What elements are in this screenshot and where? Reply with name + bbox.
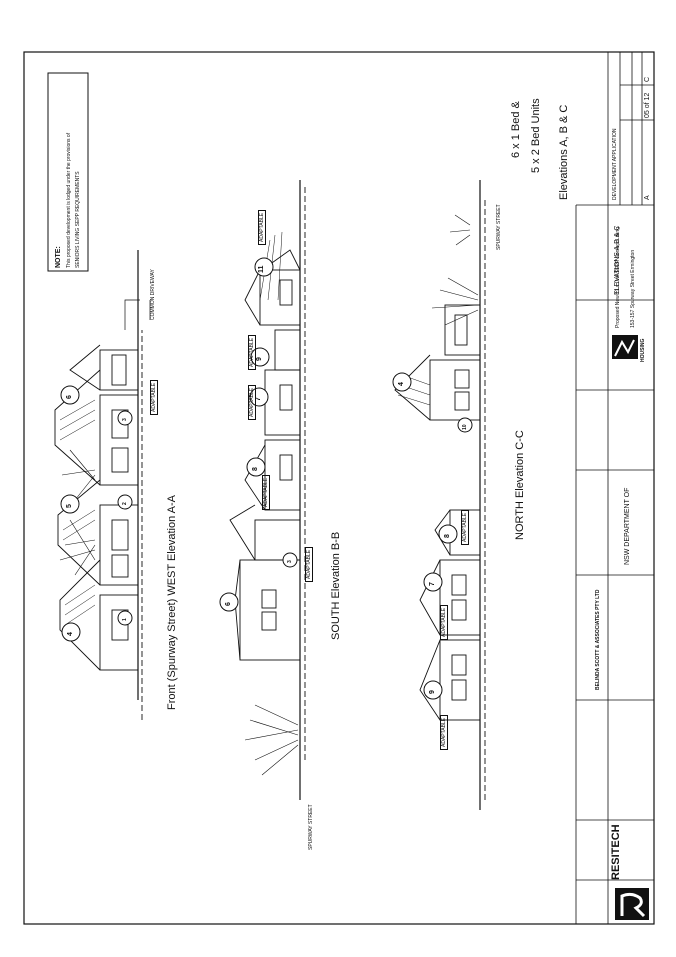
elevation-b-title: SOUTH Elevation B-B	[330, 531, 342, 640]
common-driveway-label: COMMON DRIVEWAY	[150, 269, 156, 320]
adaptable-tag: ADAPTABLE	[150, 379, 158, 415]
unit-label: 4	[67, 632, 74, 636]
elevation-b-unit-markers	[219, 257, 298, 612]
project-address: 153-157 Spurway Street Ermington	[630, 249, 636, 328]
size-label: A	[644, 195, 651, 200]
unit-label: 3	[122, 418, 128, 421]
adaptable-tag: ADAPTABLE	[248, 334, 256, 370]
adaptable-tag: ADAPTABLE	[440, 604, 448, 640]
elevation-a-drawing	[54, 250, 151, 720]
elevation-c-drawing	[394, 180, 486, 810]
firm-name: RESITECH	[610, 824, 622, 880]
unit-label: 10	[462, 424, 468, 430]
title-block	[575, 52, 654, 924]
unit-label: 3	[287, 560, 293, 563]
revision-label: C	[644, 76, 651, 82]
unit-label: 7	[429, 582, 436, 586]
note-heading: NOTE:	[55, 246, 62, 268]
unit-label: 4	[398, 382, 405, 386]
adaptable-tag: ADAPTABLE	[262, 474, 270, 510]
unit-label: 8	[444, 534, 451, 538]
summary-line-3: Elevations A, B & C	[558, 104, 570, 200]
summary-line-1: 6 x 1 Bed &	[510, 101, 522, 158]
summary-line-2: 5 x 2 Bed Units	[530, 98, 542, 173]
street-label-right: SPURWAY STREET	[496, 204, 502, 250]
note-line-1: This proposed development is lodged unde…	[66, 132, 72, 268]
unit-label: 2	[122, 502, 128, 505]
brand-name: HOUSING	[640, 338, 646, 362]
elevation-a-unit-markers	[60, 385, 133, 642]
stage-label: DEVELOPMENT APPLICATION	[612, 128, 618, 200]
unit-label: 8	[252, 467, 259, 471]
unit-label: 6	[66, 395, 73, 399]
adaptable-tag: ADAPTABLE	[258, 209, 266, 245]
client-name: NSW DEPARTMENT OF	[624, 487, 631, 565]
adaptable-tag: ADAPTABLE	[440, 714, 448, 750]
elevation-c-title: NORTH Elevation C-C	[514, 430, 526, 540]
resitech-logo	[615, 888, 649, 920]
unit-label: 5	[66, 504, 73, 508]
unit-label: 11	[258, 265, 265, 273]
unit-label: 9	[256, 357, 263, 361]
adaptable-tag: ADAPTABLE	[461, 509, 469, 545]
sheet-number: 05 of 12	[644, 92, 651, 118]
unit-label: 6	[225, 602, 232, 606]
note-line-2: SENIORS LIVING SEPP REQUIREMENTS	[75, 171, 81, 268]
consultant-name: BELINDA SCOTT & ASSOCIATES PTY LTD	[595, 589, 601, 690]
sheet-border	[23, 51, 655, 925]
elevation-c-unit-markers	[392, 372, 473, 700]
note-box	[47, 72, 89, 272]
unit-label: 1	[122, 618, 128, 621]
elevation-a-title: Front (Spurway Street) WEST Elevation A-…	[166, 495, 178, 710]
unit-label: 7	[255, 397, 262, 401]
drawing-title: ELEVATIONS A,B & C	[614, 225, 621, 295]
unit-label: 9	[429, 690, 436, 694]
adaptable-tag: ADAPTABLE	[305, 546, 313, 582]
housing-logo-icon	[612, 335, 638, 359]
street-label-left: SPURWAY STREET	[308, 804, 314, 850]
adaptable-tag: ADAPTABLE	[248, 384, 256, 420]
